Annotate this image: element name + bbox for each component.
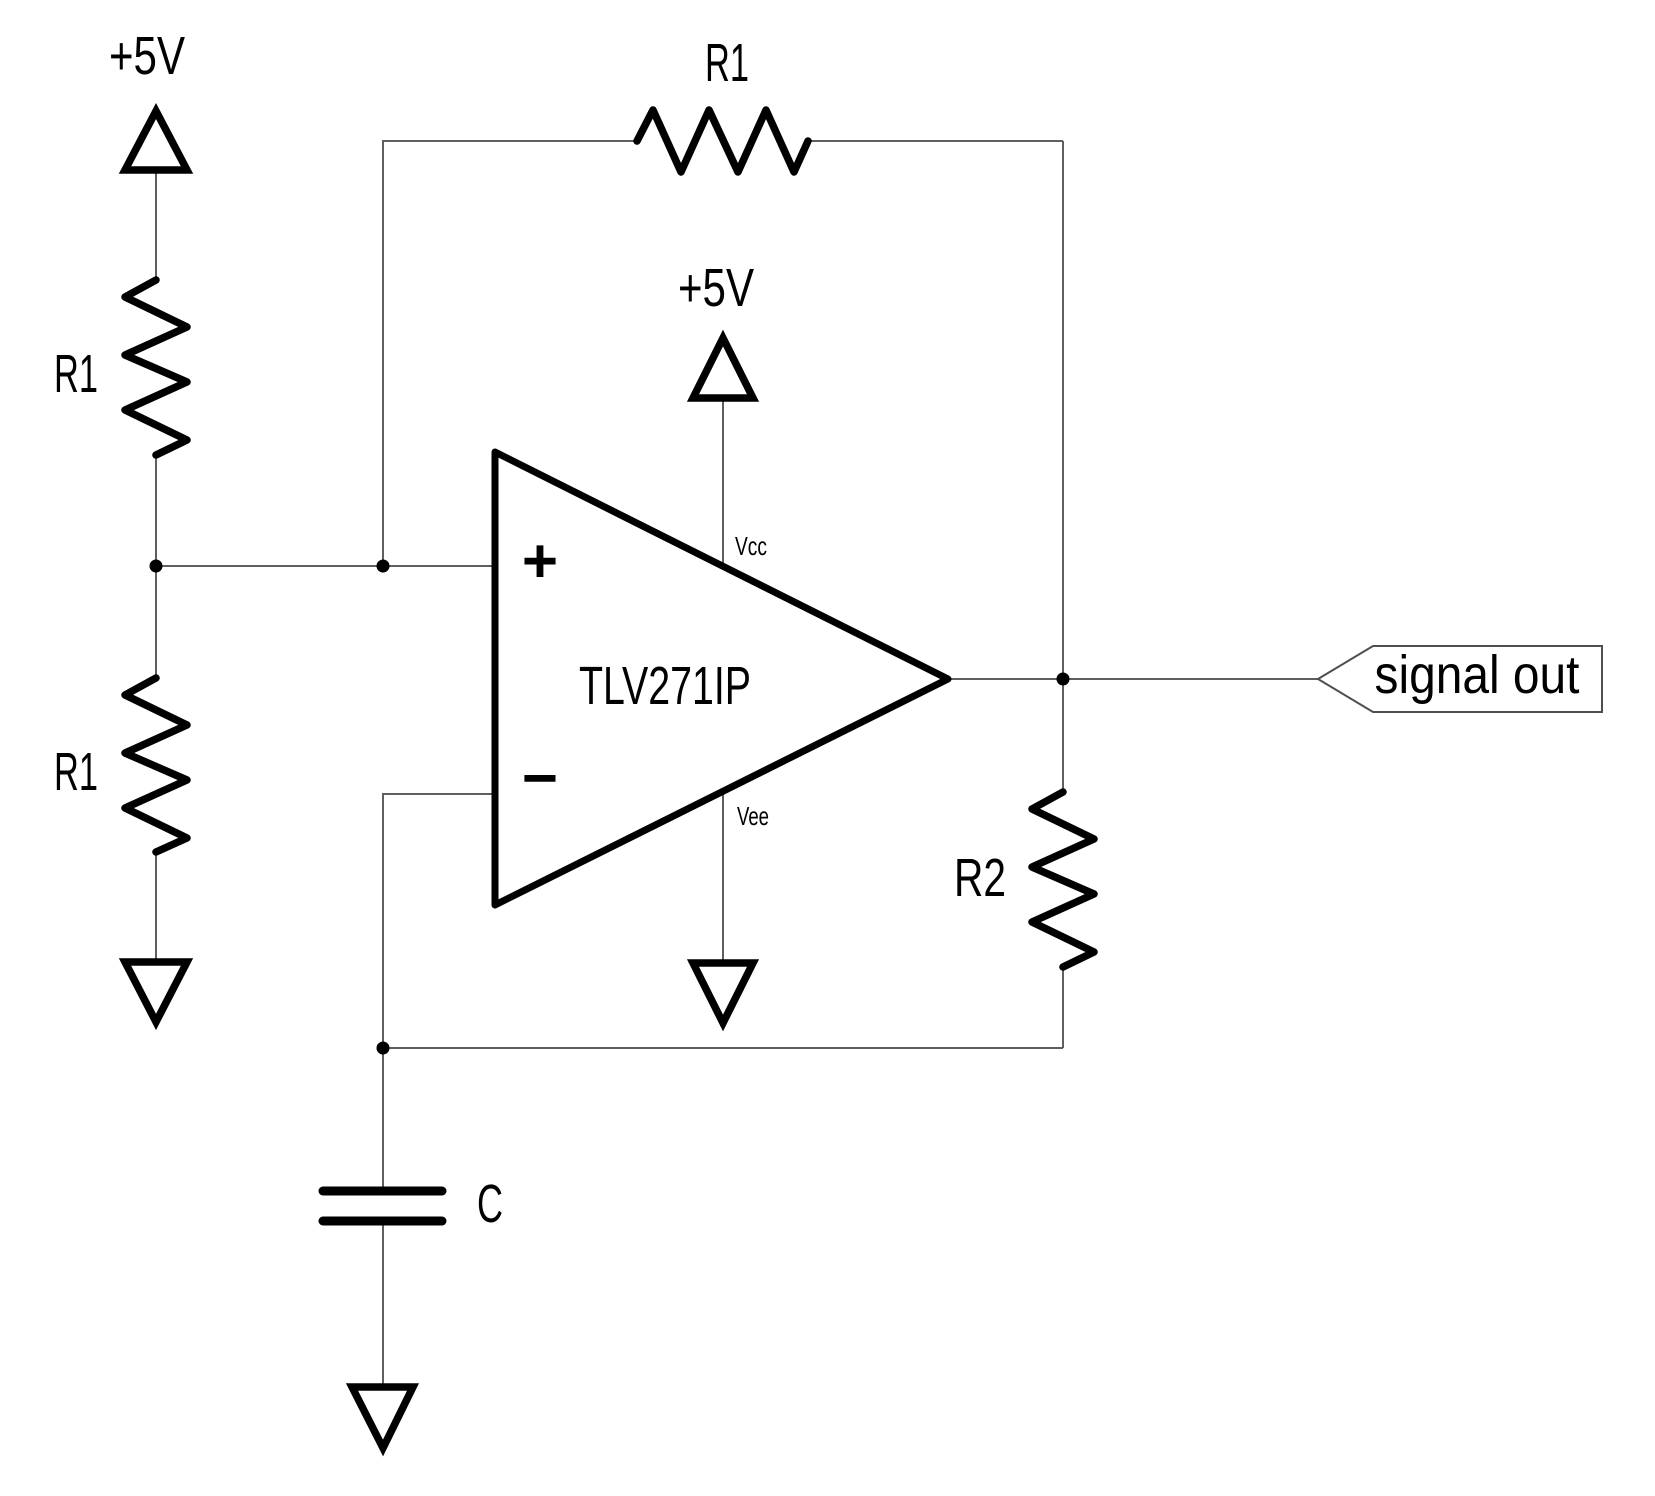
r1-divider-bottom-label: R1 (54, 742, 98, 802)
opamp-vcc-pin-label: Vcc (735, 531, 767, 561)
resistor-r1-divider-top (121, 276, 191, 459)
opamp-part-number: TLV271IP (579, 656, 751, 716)
resistor-r1-divider-bottom (121, 674, 191, 856)
capacitor-label: C (477, 1174, 503, 1234)
opamp-plus-label: + (522, 527, 558, 596)
r2-label: R2 (954, 848, 1006, 908)
r1-feedback-label: R1 (705, 33, 749, 93)
ground-symbol-vee-icon (686, 959, 760, 1032)
wire-inverting-input (382, 793, 495, 1048)
r1-divider-top-label: R1 (54, 344, 98, 404)
signal-out-flag (1316, 645, 1603, 713)
supply-label-opamp: +5V (678, 258, 754, 318)
opamp-vee-pin-label: Vee (737, 801, 769, 831)
vcc-symbol-opamp-icon (686, 329, 760, 402)
ground-symbol-capacitor-icon (345, 1383, 420, 1457)
ground-symbol-left-icon (118, 958, 194, 1031)
junction-dot-feedback (376, 559, 390, 573)
signal-out-label: signal out (1375, 645, 1580, 705)
junction-dot-capacitor (376, 1041, 390, 1055)
opamp-triangle (491, 448, 952, 909)
opamp-minus-label: − (522, 744, 558, 813)
wire-feedback-left (382, 140, 637, 566)
supply-label-left: +5V (109, 26, 185, 86)
vcc-symbol-left-icon (118, 102, 194, 174)
capacitor-symbol (318, 1186, 447, 1226)
resistor-r2 (1028, 788, 1098, 971)
junction-dots (149, 559, 1070, 1055)
junction-dot-output (1056, 672, 1070, 686)
resistor-r1-feedback (633, 106, 812, 176)
junction-dot-divider (149, 559, 163, 573)
wires (155, 140, 1318, 1387)
